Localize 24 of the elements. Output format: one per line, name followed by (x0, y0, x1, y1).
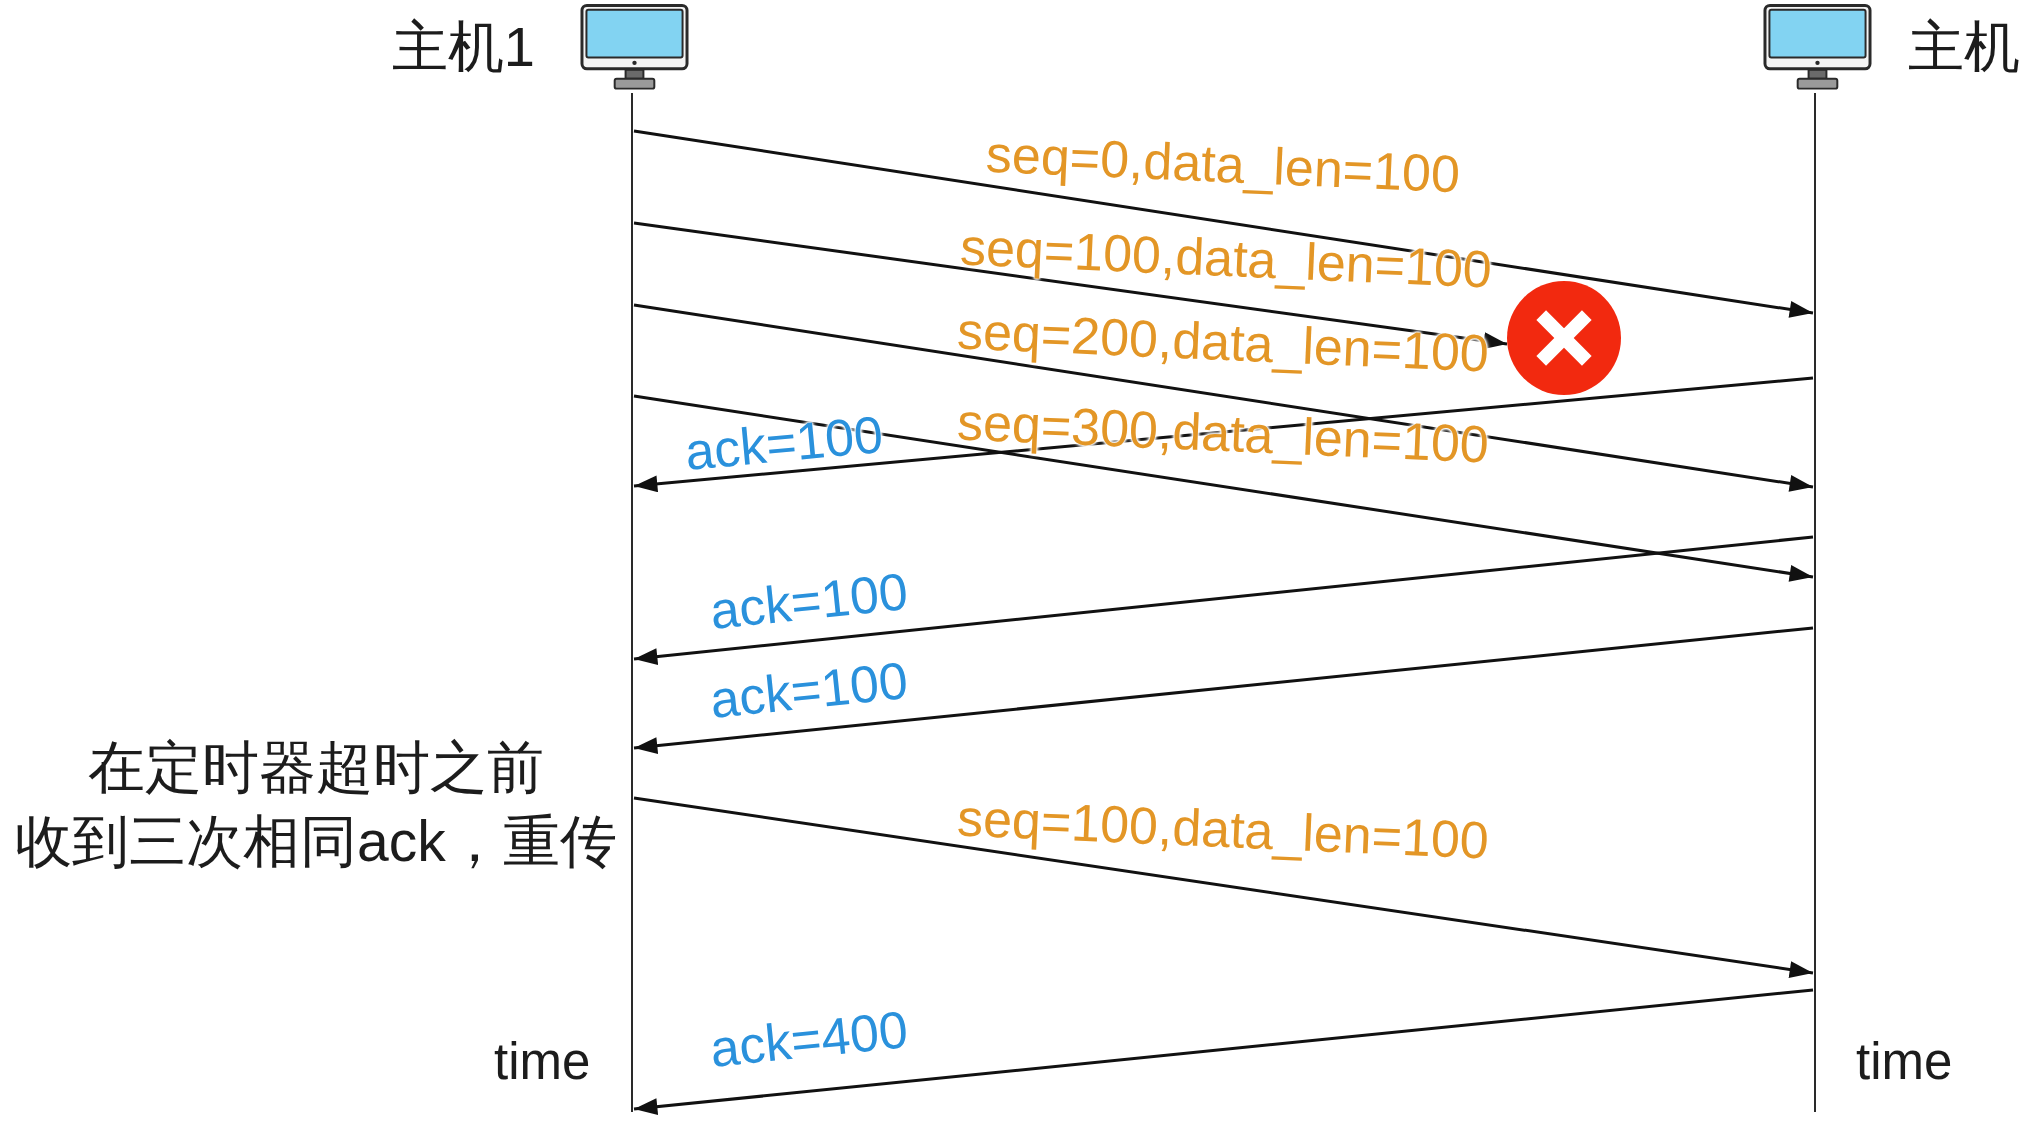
host-label: 主机 (1908, 14, 2020, 80)
edge-label: ack=100 (706, 564, 912, 638)
edge-label: seq=300,data_len=100 (954, 395, 1492, 471)
note-text: 在定时器超时之前收到三次相同ack，重传 (13, 734, 618, 875)
edge-label: seq=100,data_len=100 (957, 220, 1495, 296)
edge-label: seq=200,data_len=100 (954, 304, 1492, 380)
edge-label: ack=400 (706, 1002, 912, 1076)
time-label: time (1856, 1034, 1953, 1091)
arrow (633, 796, 1814, 978)
cross-icon (1507, 281, 1621, 395)
arrow (633, 626, 1814, 755)
arrow (633, 535, 1814, 666)
arrow (633, 988, 1814, 1116)
arrow (633, 303, 1814, 492)
arrow (633, 129, 1814, 318)
edge-label: seq=0,data_len=100 (983, 127, 1463, 201)
host-label: 主机1 (391, 14, 535, 80)
edge-label: seq=100,data_len=100 (954, 791, 1492, 867)
edge-label: ack=100 (681, 407, 887, 479)
time-label: time (494, 1034, 591, 1091)
arrow (633, 221, 1508, 350)
arrow (633, 394, 1814, 582)
edge-label: ack=100 (706, 653, 912, 727)
arrow (633, 376, 1814, 493)
